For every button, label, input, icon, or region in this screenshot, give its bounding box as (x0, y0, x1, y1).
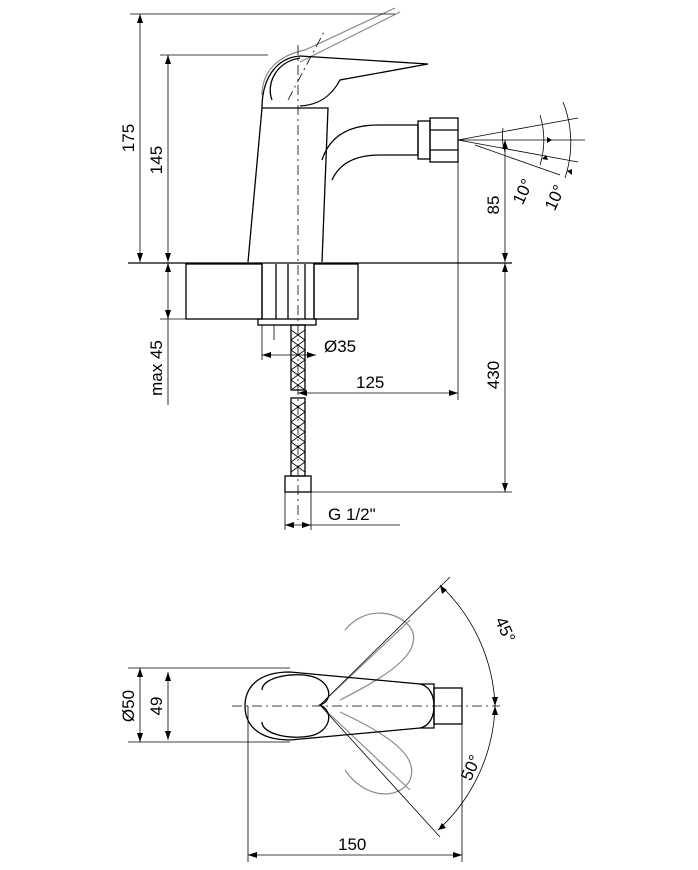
lever-rotated-outline-up (339, 612, 415, 701)
dim-d35-label: Ø35 (324, 337, 356, 356)
lever-rotated-outline-down (339, 711, 413, 795)
angle-arc-50 (437, 705, 496, 831)
dim-85-label: 85 (484, 196, 503, 215)
angle-ray-left (319, 576, 451, 706)
dim-d50-label: Ø50 (119, 690, 138, 722)
faucet-body (247, 55, 459, 263)
angle-50-label: 50° (457, 752, 485, 783)
mounting-nut (257, 318, 317, 326)
dim-49-label: 49 (147, 697, 166, 716)
dim-thread-label: G 1/2" (328, 505, 376, 524)
angle-down-label: 10° (541, 182, 569, 213)
dim-max45-label: max 45 (147, 340, 166, 396)
angle-45-label: 45° (491, 614, 519, 645)
dim-175-label: 175 (119, 124, 138, 152)
lever-raised-outline (261, 7, 396, 96)
dim-125-label: 125 (356, 373, 384, 392)
angle-up-label: 10° (509, 176, 537, 207)
spray-cone (457, 101, 585, 179)
top-nozzle (433, 687, 463, 725)
dim-145-label: 145 (147, 146, 166, 174)
angle-arc-45 (439, 584, 496, 707)
counter-block-right (313, 263, 359, 320)
dim-430-label: 430 (484, 361, 503, 389)
counter-block-left (185, 263, 263, 320)
angle-ray-right (319, 704, 441, 838)
dim-150-label: 150 (338, 835, 366, 854)
nozzle (429, 117, 459, 163)
side-view: 175 145 85 10° 10° max 45 Ø35 125 430 (119, 7, 585, 530)
top-view: 45° 50° Ø50 49 150 (119, 576, 519, 862)
